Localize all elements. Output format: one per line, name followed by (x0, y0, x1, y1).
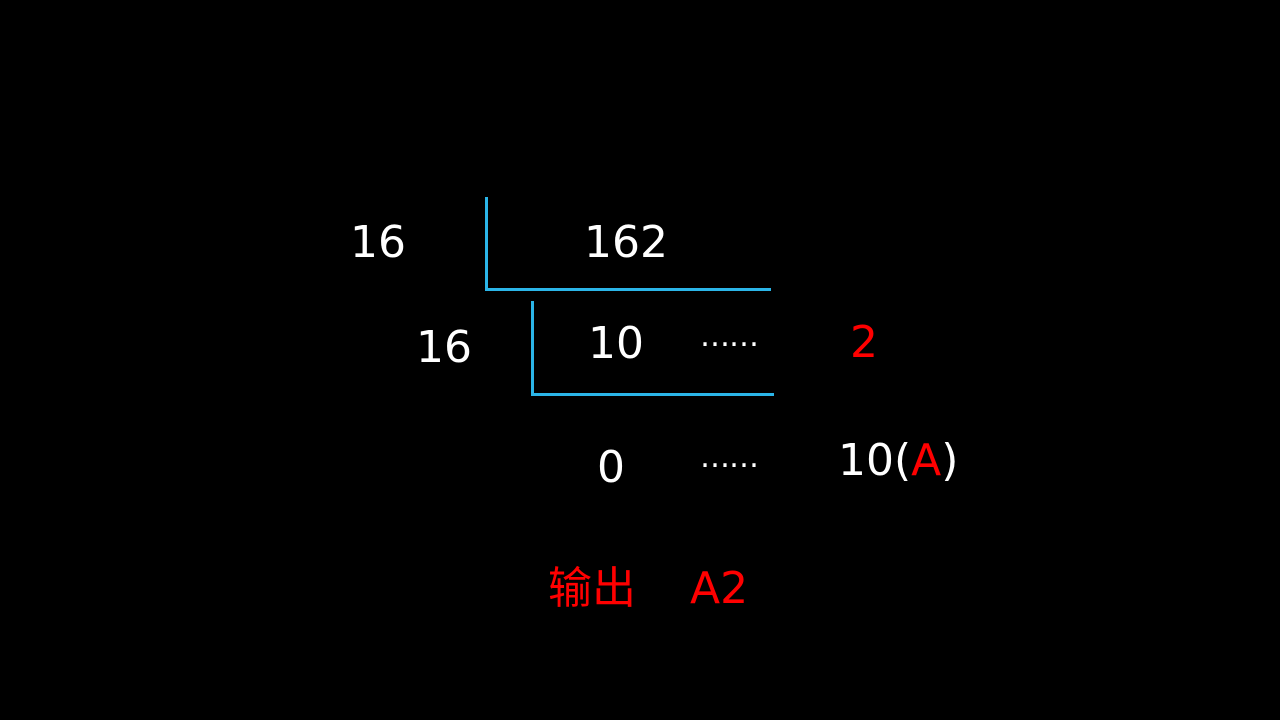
output-value: A2 (690, 563, 749, 614)
bracket-1-horizontal (488, 288, 771, 291)
bracket-1-vertical (485, 197, 488, 291)
output-label: 输出 (548, 563, 636, 614)
quotient-2: 0 (597, 442, 625, 493)
ellipsis-1: …… (700, 319, 759, 354)
dividend: 162 (584, 217, 668, 268)
bracket-2-horizontal (534, 393, 774, 396)
remainder-1: 2 (850, 317, 878, 368)
ellipsis-2: …… (700, 440, 759, 475)
quotient-1: 10 (588, 318, 644, 369)
remainder-2-prefix: 10( (838, 435, 912, 486)
remainder-2-suffix: ) (941, 435, 959, 486)
divisor-2: 16 (416, 322, 472, 373)
bracket-2-vertical (531, 301, 534, 396)
remainder-2: 10(A) (838, 439, 958, 483)
remainder-2-hex: A (911, 435, 942, 486)
divisor-1: 16 (350, 217, 406, 268)
